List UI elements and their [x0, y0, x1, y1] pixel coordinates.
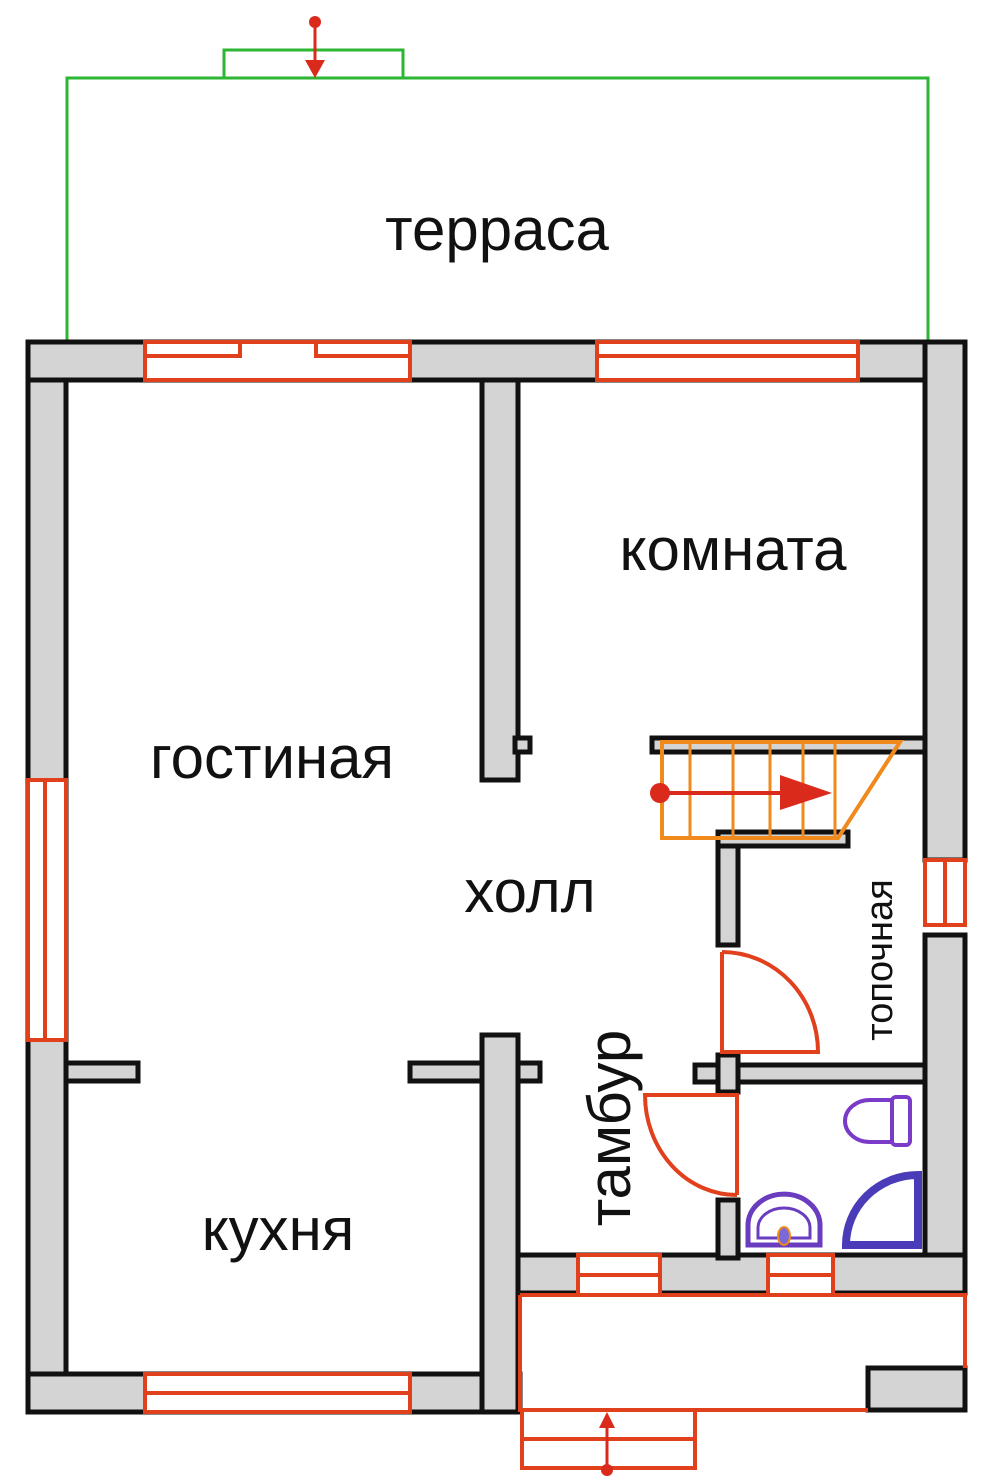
room-label-living: гостиная: [150, 724, 394, 791]
wall-toilet-top: [692, 1062, 928, 1085]
staircase: [650, 740, 904, 840]
room-label-boiler: топочная: [859, 879, 901, 1040]
room-label-room: комната: [620, 516, 848, 583]
wall-kitchen-vestibule: [479, 1032, 521, 1415]
wall-toilet-partition: [715, 1197, 741, 1261]
wall-right-upper: [922, 339, 968, 863]
sink-icon: [745, 1191, 823, 1248]
wall-hall-partition: [715, 829, 741, 948]
room-label-terrace: терраса: [385, 196, 609, 263]
door-boiler[interactable]: [720, 950, 821, 1054]
main-entry-arrow-icon: [599, 1412, 615, 1476]
window-sash: [143, 340, 242, 358]
room-label-vestibule: тамбур: [576, 1030, 643, 1227]
wall-notch: [512, 735, 533, 755]
wall-cross: [715, 1052, 741, 1095]
window-sash: [314, 340, 412, 358]
stair-direction-arrow-icon: [650, 775, 832, 810]
room-label-hall: холл: [464, 858, 595, 925]
wall-right-lower: [922, 932, 968, 1293]
room-label-kitchen: кухня: [202, 1196, 355, 1263]
windows: [26, 340, 967, 1414]
terrace: [65, 16, 930, 344]
porch: [518, 1293, 967, 1476]
porch-pillar: [865, 1365, 968, 1413]
terrace-entry-arrow-icon: [305, 16, 325, 78]
toilet-icon: [843, 1095, 912, 1147]
door-vestibule[interactable]: [642, 1093, 739, 1197]
shower-icon: [841, 1170, 922, 1249]
wall-kitchen-left-stub: [63, 1060, 141, 1084]
wall-living-room-partition: [479, 377, 521, 783]
window-room-top: [595, 340, 860, 382]
